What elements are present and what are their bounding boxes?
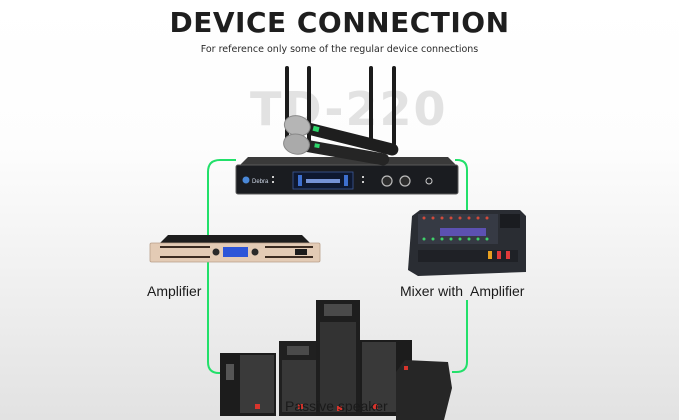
connection-lines — [207, 159, 468, 374]
mixer-label: Mixer with Amplifier — [400, 283, 525, 299]
amplifier-display — [223, 247, 248, 257]
antenna — [392, 66, 396, 146]
antenna — [285, 66, 289, 146]
mixer-device — [408, 210, 526, 276]
power-button — [425, 177, 433, 185]
amplifier-device — [149, 235, 321, 263]
brand-logo-icon — [242, 176, 250, 184]
volume-knob — [381, 175, 393, 187]
page-title: DEVICE CONNECTION — [169, 6, 510, 39]
connection-line-right-bottom — [452, 300, 468, 373]
wireless-receiver: Debra — [235, 66, 459, 195]
connection-line-left — [207, 159, 236, 374]
amplifier-knob — [251, 248, 259, 256]
amplifier-label: Amplifier — [147, 283, 202, 299]
antenna — [369, 66, 373, 146]
microphone — [283, 133, 390, 166]
microphone — [283, 115, 399, 156]
speaker-label: Passive speaker — [285, 398, 388, 414]
connection-line-right-top — [455, 159, 468, 212]
passive-speakers — [220, 300, 452, 420]
page-subtitle: For reference only some of the regular d… — [200, 44, 479, 55]
stage-monitor — [396, 360, 452, 420]
model-watermark: TD-220 — [250, 82, 448, 136]
receiver-brand: Debra — [252, 179, 269, 185]
amplifier-knob — [212, 248, 220, 256]
volume-knob — [399, 175, 411, 187]
